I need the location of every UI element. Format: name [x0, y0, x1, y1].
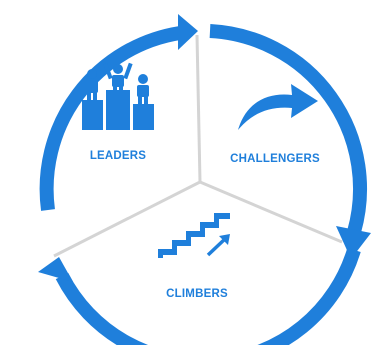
segment-label-challengers: CHALLENGERS — [230, 153, 320, 165]
podium-icon — [82, 62, 154, 130]
segment-label-leaders: LEADERS — [90, 150, 146, 162]
segment-challengers: CHALLENGERS — [230, 84, 320, 165]
cycle-arrow-right — [209, 24, 371, 259]
cycle-arrow-bottom — [38, 247, 361, 345]
stairs-arrow-icon — [158, 213, 230, 258]
cycle-arrows — [38, 14, 371, 345]
cycle-arrow-top — [39, 14, 198, 211]
curved-arrow-icon — [238, 84, 318, 130]
segment-dividers — [53, 34, 343, 258]
segment-climbers: CLIMBERS — [158, 213, 230, 300]
segment-leaders: LEADERS — [82, 62, 154, 162]
segment-label-climbers: CLIMBERS — [166, 288, 228, 300]
